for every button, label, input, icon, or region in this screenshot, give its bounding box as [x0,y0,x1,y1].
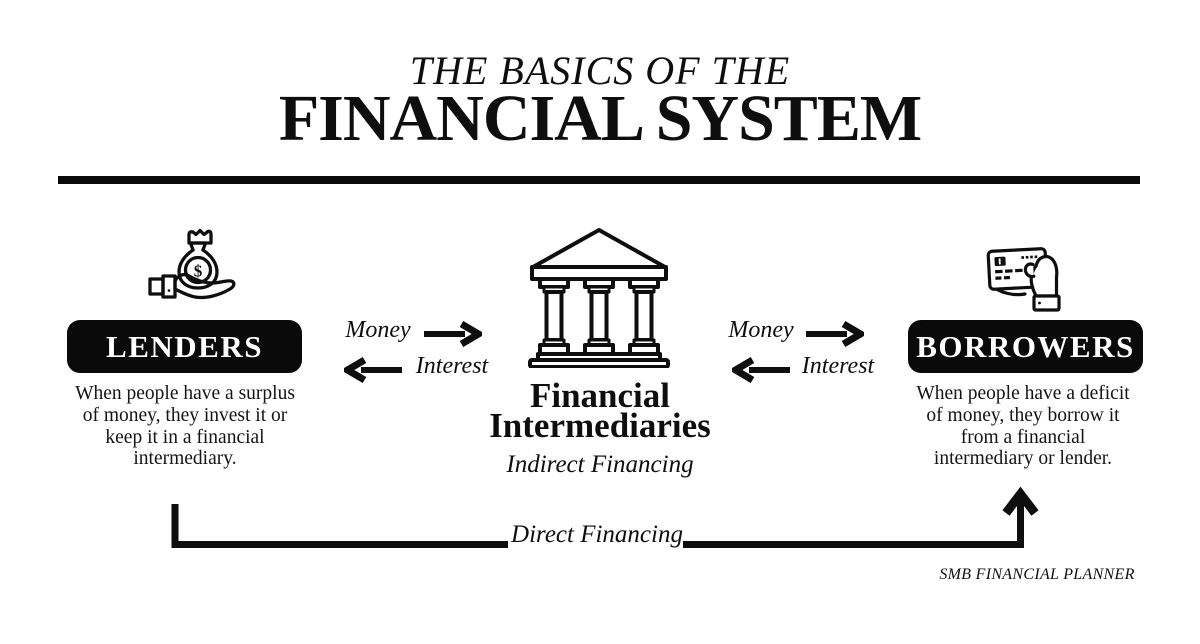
lenders-description: When people have a surplus of money, the… [75,383,295,470]
arrow-left-icon [732,357,790,383]
title-kicker: THE BASICS OF THE [409,48,791,93]
indirect-financing-label: Indirect Financing [506,451,694,478]
coin-circle [183,255,213,285]
arrow-up-icon [1002,486,1039,516]
borrowers-description: When people have a deficit of money, the… [916,383,1130,470]
arrow-left-icon [344,357,402,383]
plinth-shape [528,358,670,368]
bag-tie-shape [187,228,213,245]
connector-right-segment [683,497,1024,548]
direct-financing-label: Direct Financing [511,521,683,548]
flow-left-interest-label: Interest [415,353,489,379]
flow-right-interest-label: Interest [801,353,875,379]
index-finger-shape [1023,262,1036,279]
bank-building-icon [528,228,670,368]
flow-right-money-label: Money [728,317,794,343]
page-title: FINANCIAL SYSTEM [278,82,922,155]
hand-holding-credit-card-icon [986,247,1061,312]
lenders-label-pill: LENDERS [67,320,302,373]
dollar-sign-glyph: $ [194,262,203,281]
arrow-right-icon [424,321,482,347]
title-divider-rule [58,176,1140,184]
hand-shape [173,273,236,300]
money-bag-in-hand-icon: $ [148,228,236,300]
credit-label: SMB FINANCIAL PLANNER [939,566,1135,583]
connector-left-segment [171,504,508,548]
wrist-cuff-shape [1032,294,1061,312]
financial-intermediaries-title: Financial Intermediaries [489,376,711,445]
flow-left-money-label: Money [345,317,411,343]
borrowers-label-pill: BORROWERS [908,320,1143,373]
arrow-right-icon [806,321,864,347]
bag-body-shape [177,248,219,290]
